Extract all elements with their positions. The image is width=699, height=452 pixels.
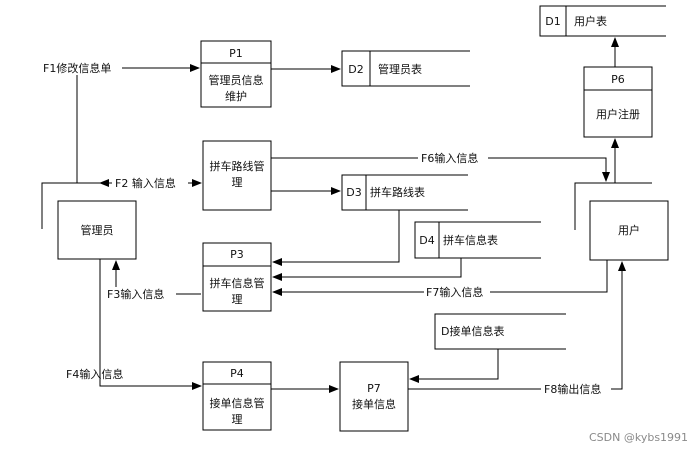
route-mgmt-line2: 理: [232, 176, 243, 189]
p1-name-line1: 管理员信息: [209, 73, 264, 87]
process-p6: [583, 66, 653, 138]
entity-admin-label: 管理员: [81, 223, 114, 237]
p6-name: 用户注册: [596, 107, 640, 121]
flow-store-p7: [409, 349, 499, 383]
flow-f6-label: F6输入信息: [421, 151, 478, 165]
flow-f4: [99, 259, 202, 390]
store-d3: [341, 174, 468, 211]
store-d1-name: 用户表: [574, 14, 607, 28]
process-route-management: [202, 140, 272, 211]
p7-name: 接单信息: [352, 397, 396, 411]
store-d1-id: D1: [545, 15, 560, 28]
flow-d3-p3: [272, 210, 400, 266]
process-p7: [339, 361, 409, 432]
store-d4: [414, 221, 541, 259]
p4-id: P4: [230, 367, 244, 380]
p7-id: P7: [367, 382, 381, 395]
flow-f8: [408, 261, 626, 390]
entity-admin: [41, 182, 137, 260]
process-p4: [202, 361, 272, 431]
flow-f1-label: F1修改信息单: [43, 61, 111, 75]
store-d3-name: 拼车路线表: [370, 185, 425, 199]
store-order-info: [434, 313, 566, 350]
entity-user: [574, 182, 669, 261]
store-d2-id: D2: [348, 63, 363, 76]
store-d4-name: 拼车信息表: [443, 233, 498, 247]
store-d2: [341, 50, 470, 87]
p3-id: P3: [230, 248, 244, 261]
flow-f1: [76, 64, 200, 183]
p1-name-line2: 维护: [225, 89, 247, 103]
p6-id: P6: [611, 73, 625, 86]
process-p1: [200, 40, 272, 108]
p4-name-line2: 理: [232, 413, 243, 426]
p1-id: P1: [229, 47, 243, 60]
process-p3: [202, 242, 272, 312]
store-d4-id: D4: [419, 234, 434, 247]
watermark: CSDN @kybs1991: [589, 431, 688, 444]
flow-f3-label: F3输入信息: [107, 287, 164, 301]
p3-name-line1: 拼车信息管: [210, 276, 265, 290]
p3-name-line2: 理: [232, 293, 243, 306]
flow-f8-label: F8输出信息: [544, 382, 601, 396]
store-d3-id: D3: [346, 186, 361, 199]
store-order-label: D接单信息表: [441, 324, 504, 338]
flow-f4-label: F4输入信息: [66, 367, 123, 381]
flow-d4-p3: [272, 258, 462, 281]
store-d2-name: 管理员表: [378, 62, 422, 76]
flow-f2-label: F2 输入信息: [115, 176, 176, 190]
flow-f7-label: F7输入信息: [426, 285, 483, 299]
flow-f6: [271, 157, 610, 182]
route-mgmt-line1: 拼车路线管: [210, 159, 265, 173]
flow-f7: [272, 260, 608, 296]
p4-name-line1: 接单信息管: [210, 396, 265, 410]
store-d1: [539, 5, 666, 37]
entity-user-label: 用户: [618, 223, 640, 237]
